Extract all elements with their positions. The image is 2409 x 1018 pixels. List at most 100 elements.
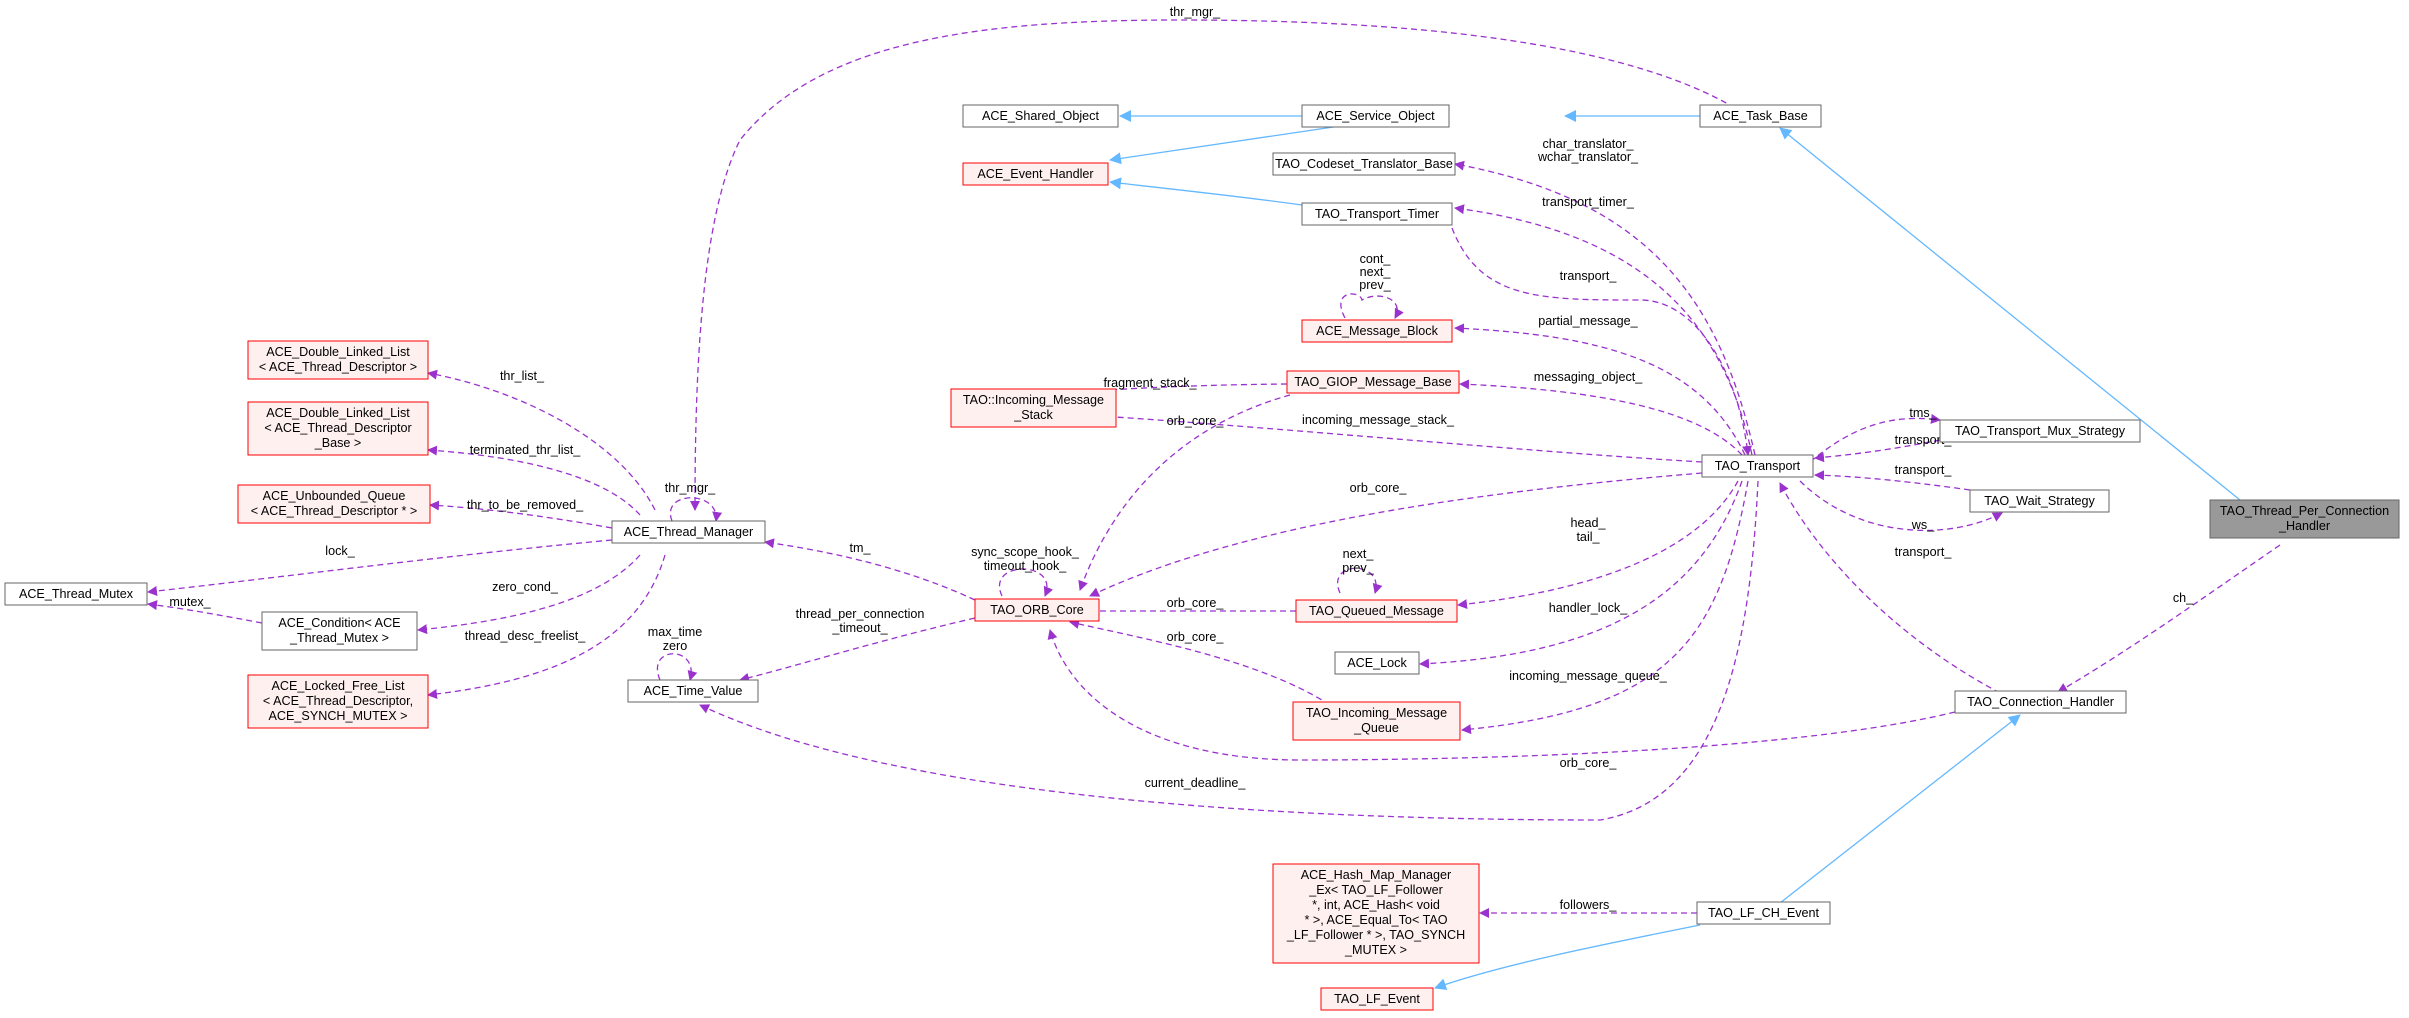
label-partial-message: partial_message_: [1538, 314, 1638, 328]
node-label: TAO_Wait_Strategy: [1984, 494, 2095, 508]
label-lock: lock_: [325, 544, 355, 558]
edge-thr-mgr-self: [669, 497, 723, 522]
node-ace-thread-mutex[interactable]: ACE_Thread_Mutex: [4, 582, 148, 606]
edge-orb-core-imq: [1069, 619, 1331, 706]
node-ace-event-handler[interactable]: ACE_Event_Handler: [962, 162, 1109, 186]
node-label-line-2: < ACE_Thread_Descriptor,: [263, 694, 413, 708]
node-tao-lf-ch-event[interactable]: TAO_LF_CH_Event: [1696, 901, 1831, 925]
edge-tms: [1809, 413, 1941, 463]
label-orb-core-ch: orb_core_: [1560, 756, 1618, 770]
node-ace-time-value[interactable]: ACE_Time_Value: [627, 679, 759, 703]
label-transport-timer: transport_timer_: [1542, 195, 1635, 209]
label-fragment-stack: fragment_stack_: [1103, 376, 1197, 390]
node-tao-lf-event[interactable]: TAO_LF_Event: [1320, 987, 1434, 1011]
label-incoming-message-queue: incoming_message_queue_: [1509, 669, 1668, 683]
label-transport-ch: transport_: [1895, 545, 1953, 559]
edge-thread-desc-freelist: [427, 554, 666, 699]
edge-transport-timer: [1454, 204, 1753, 456]
edge-messaging-object: [1459, 379, 1743, 456]
label-thr-list: thr_list_: [500, 369, 545, 383]
edge-transport-ws: [1814, 470, 1971, 491]
node-ace-message-block[interactable]: ACE_Message_Block: [1301, 319, 1453, 343]
edge-thread-per-connection-to-task-base: [1779, 127, 2241, 501]
node-tao-thread-per-connection-handler[interactable]: TAO_Thread_Per_Connection _Handler: [2209, 499, 2400, 539]
node-label: TAO_Connection_Handler: [1967, 695, 2114, 709]
edge-current-deadline: [699, 480, 1759, 821]
edge-orb-core-transport: [1089, 472, 1703, 597]
edge-lf-ch-event-to-lf-event: [1434, 924, 1701, 990]
edge-transport-mux: [1814, 439, 1941, 463]
node-ace-lock[interactable]: ACE_Lock: [1334, 651, 1420, 675]
node-label-line-3: *, int, ACE_Hash< void: [1312, 898, 1440, 912]
label-timeout-hook: timeout_hook_: [984, 559, 1068, 573]
node-label-line-2: < ACE_Thread_Descriptor * >: [251, 504, 418, 518]
node-label-line-1: ACE_Unbounded_Queue: [263, 489, 406, 503]
label-orb-core-giop: orb_core_: [1167, 414, 1225, 428]
edge-ch: [2057, 544, 2281, 693]
node-tao-transport-mux-strategy[interactable]: TAO_Transport_Mux_Strategy: [1939, 419, 2141, 443]
node-label: TAO_LF_Event: [1334, 992, 1420, 1006]
node-tao-transport-timer[interactable]: TAO_Transport_Timer: [1301, 202, 1453, 226]
node-ace-service-object[interactable]: ACE_Service_Object: [1301, 104, 1450, 128]
edge-lock: [147, 539, 613, 596]
node-tao-incoming-message-queue[interactable]: TAO_Incoming_Message _Queue: [1292, 701, 1461, 741]
edge-thr-list: [427, 369, 656, 511]
node-label-line-3: ACE_SYNCH_MUTEX >: [269, 709, 408, 723]
node-tao-transport[interactable]: TAO_Transport: [1701, 454, 1814, 478]
node-ace-shared-object[interactable]: ACE_Shared_Object: [962, 104, 1119, 128]
node-tao-giop-message-base[interactable]: TAO_GIOP_Message_Base: [1286, 370, 1460, 394]
node-ace-dll-thread-descriptor[interactable]: ACE_Double_Linked_List < ACE_Thread_Desc…: [247, 340, 429, 380]
node-label-line-2: < ACE_Thread_Descriptor >: [259, 360, 417, 374]
node-ace-thread-manager[interactable]: ACE_Thread_Manager: [611, 520, 766, 544]
edge-char-translator: [1454, 160, 1756, 456]
label-tm: tm_: [850, 541, 872, 555]
node-label-line-1: TAO_Thread_Per_Connection: [2220, 504, 2389, 518]
inheritance-edges: [1109, 110, 2241, 990]
label-tms: tms_: [1909, 406, 1937, 420]
edge-lf-ch-event-to-connection-handler: [1779, 714, 2021, 904]
node-label: TAO_Transport: [1715, 459, 1801, 473]
label-mb-next: next_: [1360, 265, 1392, 279]
edge-transport-ch: [1779, 482, 2001, 694]
node-label-line-1: ACE_Double_Linked_List: [266, 345, 410, 359]
node-label: TAO_Codeset_Translator_Base: [1275, 157, 1453, 171]
label-orb-core-qm: orb_core_: [1167, 596, 1225, 610]
label-incoming-message-stack: incoming_message_stack_: [1302, 413, 1455, 427]
node-label: ACE_Shared_Object: [982, 109, 1099, 123]
label-terminated-thr-list: terminated_thr_list_: [470, 443, 582, 457]
node-label-line-1: TAO_Incoming_Message: [1306, 706, 1447, 720]
edge-service-object-to-event-handler: [1109, 125, 1341, 165]
label-thr-mgr-top: thr_mgr_: [1170, 5, 1221, 19]
node-ace-locked-free-list[interactable]: ACE_Locked_Free_List < ACE_Thread_Descri…: [247, 674, 429, 729]
edge-zero-cond: [417, 554, 641, 635]
node-ace-dll-thread-descriptor-base[interactable]: ACE_Double_Linked_List < ACE_Thread_Desc…: [247, 401, 429, 456]
edge-tm: [764, 538, 976, 601]
edge-transport-timer-to-event-handler: [1109, 177, 1303, 206]
edge-head-tail: [1457, 480, 1739, 610]
edge-thr-to-be-removed: [429, 500, 613, 529]
node-tao-orb-core[interactable]: TAO_ORB_Core: [974, 598, 1100, 622]
node-ace-condition[interactable]: ACE_Condition< ACE _Thread_Mutex >: [261, 611, 418, 651]
node-tao-wait-strategy[interactable]: TAO_Wait_Strategy: [1969, 489, 2110, 513]
node-ace-unbounded-queue[interactable]: ACE_Unbounded_Queue < ACE_Thread_Descrip…: [237, 484, 431, 524]
node-tao-codeset-translator-base[interactable]: TAO_Codeset_Translator_Base: [1272, 152, 1456, 176]
node-label-line-2: _Ex< TAO_LF_Follower: [1308, 883, 1443, 897]
edge-incoming-message-queue: [1461, 480, 1749, 735]
node-label: ACE_Task_Base: [1713, 109, 1808, 123]
node-tao-queued-message[interactable]: TAO_Queued_Message: [1295, 599, 1458, 623]
node-ace-hash-map-manager[interactable]: ACE_Hash_Map_Manager _Ex< TAO_LF_Followe…: [1272, 863, 1480, 964]
node-ace-task-base[interactable]: ACE_Task_Base: [1699, 104, 1822, 128]
node-label-line-5: _LF_Follower * >, TAO_SYNCH: [1286, 928, 1465, 942]
node-label: TAO_LF_CH_Event: [1708, 906, 1820, 920]
label-current-deadline: current_deadline_: [1145, 776, 1247, 790]
label-followers: followers_: [1560, 898, 1618, 912]
label-transport: transport_: [1560, 269, 1618, 283]
node-label: ACE_Thread_Mutex: [19, 587, 134, 601]
node-label-line-2: _Queue: [1353, 721, 1399, 735]
node-label: ACE_Event_Handler: [977, 167, 1093, 181]
node-tao-connection-handler[interactable]: TAO_Connection_Handler: [1954, 690, 2127, 714]
node-tao-incoming-message-stack[interactable]: TAO::Incoming_Message _Stack: [950, 388, 1117, 428]
label-thread-per-connection: thread_per_connection: [796, 607, 925, 621]
label-thr-to-be-removed: thr_to_be_removed_: [467, 498, 584, 512]
